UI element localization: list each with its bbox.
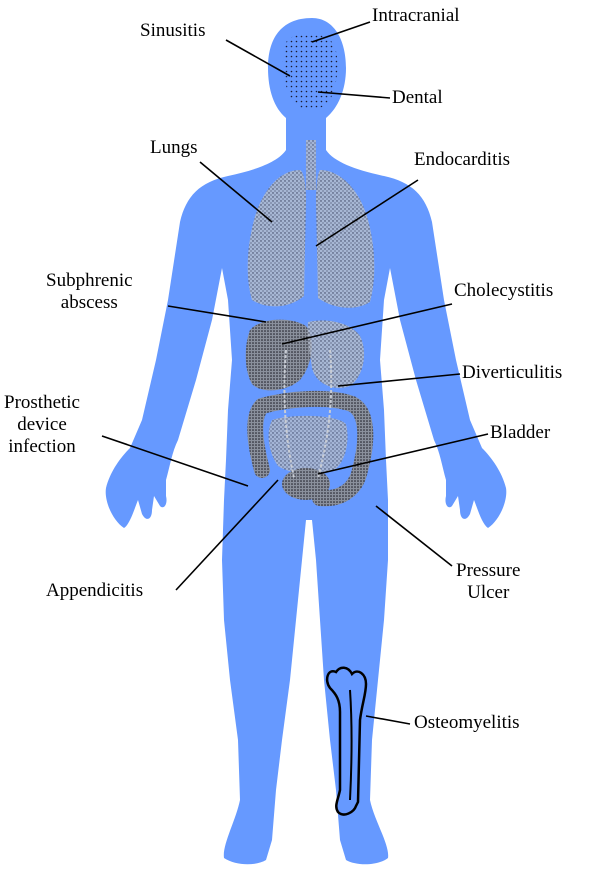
label-osteomyelitis: Osteomyelitis [414, 712, 520, 733]
stomach [307, 320, 365, 388]
label-cholecystitis: Cholecystitis [454, 280, 554, 301]
leader-bladder [317, 433, 489, 475]
label-lungs: Lungs [150, 137, 198, 158]
leader-osteomyelitis [365, 715, 411, 725]
leader-pressure-ulcer [375, 505, 453, 567]
colon [247, 390, 374, 507]
small-intestine [268, 415, 348, 474]
left-lung [247, 170, 306, 307]
leader-intracranial [311, 21, 371, 43]
leader-cholecystitis [281, 303, 453, 345]
leader-lines [101, 21, 489, 725]
label-endocarditis: Endocarditis [414, 149, 511, 170]
label-dental: Dental [392, 87, 443, 108]
label-prosthetic-line1: Prosthetic [4, 392, 80, 413]
ureter-right [317, 349, 333, 479]
label-subphrenic-line1: Subphrenic [46, 270, 133, 291]
right-lung [316, 170, 375, 308]
femur-bone [325, 666, 368, 816]
leader-appendicitis [175, 479, 279, 591]
leader-diverticulitis [337, 373, 461, 387]
liver [245, 319, 312, 391]
label-pressure-line1: Pressure [456, 560, 521, 581]
leader-dental [317, 91, 391, 99]
ureter-left [283, 349, 295, 479]
leader-endocarditis [315, 179, 419, 247]
label-prosthetic-line2: device [17, 414, 67, 435]
label-subphrenic-abscess: Subphrenic abscess [46, 270, 133, 314]
head-stipple [282, 32, 338, 110]
label-subphrenic-line2: abscess [60, 292, 118, 313]
leader-sinusitis [225, 39, 291, 77]
label-intracranial: Intracranial [372, 5, 460, 26]
leader-prosthetic [101, 435, 249, 487]
leader-subphrenic [167, 305, 267, 323]
label-bladder: Bladder [490, 422, 551, 443]
label-pressure-line2: Ulcer [467, 582, 510, 603]
leader-lungs [199, 161, 273, 223]
label-sinusitis: Sinusitis [140, 20, 206, 41]
label-prosthetic-device-infection: Prosthetic device infection [4, 392, 80, 458]
label-appendicitis: Appendicitis [46, 580, 144, 601]
tibia-bone [349, 689, 353, 801]
label-diverticulitis: Diverticulitis [462, 362, 563, 383]
trachea [306, 140, 316, 190]
label-pressure-ulcer: Pressure Ulcer [456, 560, 520, 604]
label-prosthetic-line3: infection [8, 436, 76, 457]
